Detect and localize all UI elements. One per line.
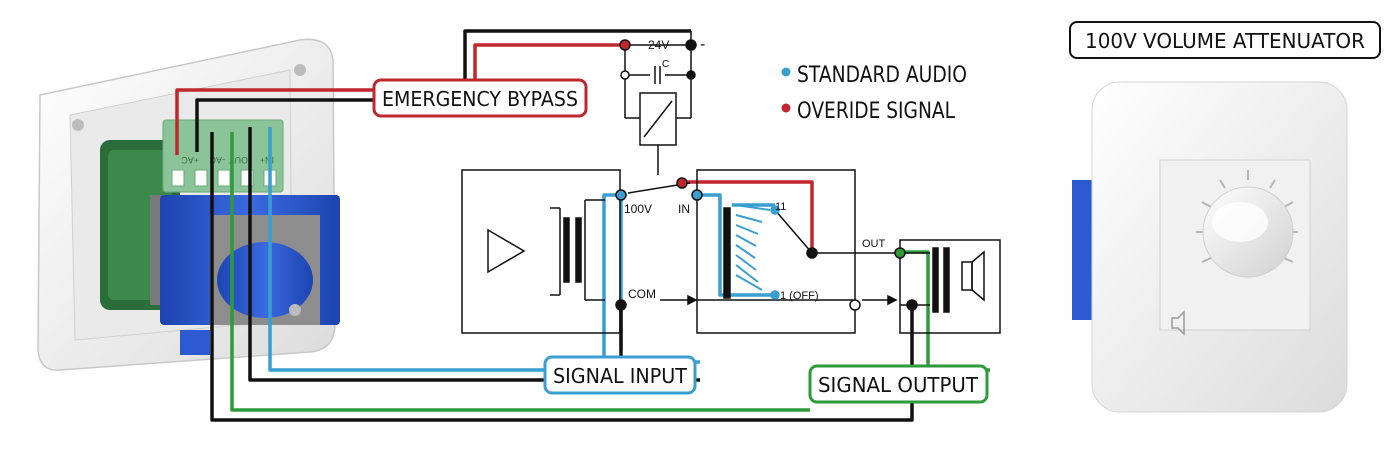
red-wire-bypass	[175, 88, 375, 155]
attenuator-front-photo: 100V VOLUME ATTENUATOR	[1069, 21, 1381, 413]
tap-in-label: IN	[678, 202, 690, 216]
emergency-bypass-callout: EMERGENCY BYPASS	[372, 78, 588, 118]
supply-voltage-label: 24V	[648, 38, 669, 52]
signal-output-callout: SIGNAL OUTPUT	[808, 364, 989, 404]
tap-out-label: OUT	[862, 238, 886, 250]
schematic-nodes	[615, 39, 918, 311]
tap-com-label: COM	[628, 287, 656, 301]
terminal-marking: -AC	[209, 155, 225, 165]
green-wire-output	[230, 132, 810, 412]
speaker-icon	[1171, 310, 1185, 336]
black-wire-supply	[463, 29, 691, 95]
legend: STANDARD AUDIO OVERIDE SIGNAL	[781, 63, 967, 124]
emergency-bypass-label: EMERGENCY BYPASS	[382, 87, 578, 111]
red-wire-to-supply	[473, 43, 625, 80]
tap-100v-label: 100V	[624, 202, 652, 216]
signal-input-label: SIGNAL INPUT	[553, 364, 688, 388]
black-wire-com-left	[248, 127, 545, 382]
supply-negative-label: -	[700, 36, 705, 53]
black-wire-terminal	[195, 98, 375, 152]
legend-marker-standard-audio	[781, 67, 791, 77]
terminal-marking: +AC	[181, 155, 199, 165]
position-max-label: 11	[775, 201, 786, 213]
signal-input-callout: SIGNAL INPUT	[543, 355, 697, 395]
blue-wire-in-tap	[697, 193, 775, 297]
red-wire-override	[684, 180, 814, 253]
signal-output-label: SIGNAL OUTPUT	[818, 373, 979, 397]
legend-label-override-signal: OVERIDE SIGNAL	[797, 99, 956, 124]
legend-label-standard-audio: STANDARD AUDIO	[797, 63, 967, 88]
terminal-marking: OUT	[229, 155, 249, 165]
position-off-label: 1 (OFF)	[780, 290, 819, 302]
blue-wire-input	[268, 127, 545, 372]
terminal-marking: IN+	[260, 155, 274, 165]
legend-marker-override-signal	[781, 103, 791, 113]
blue-wire-input-hot	[602, 193, 700, 364]
product-title: 100V VOLUME ATTENUATOR	[1085, 29, 1365, 53]
capacitor-label: C	[662, 59, 669, 70]
attenuator-rear-photo: +AC -AC OUT IN+	[37, 38, 340, 371]
black-wire-output-com	[210, 132, 914, 422]
